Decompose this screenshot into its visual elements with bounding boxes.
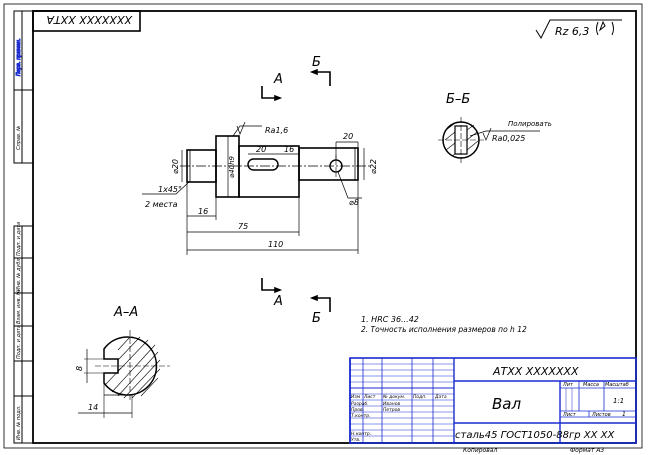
note-line-2: 2. Точность исполнения размеров по h 12	[361, 325, 527, 334]
row-date: Дата	[434, 394, 447, 400]
dim-d20: ⌀20	[171, 159, 180, 174]
title-material: сталь45 ГОСТ1050-88	[455, 430, 569, 441]
code-box	[32, 10, 141, 32]
footer-copied: Копировал	[463, 447, 497, 454]
shaft-main-view	[180, 135, 370, 198]
dim-len16: 16	[198, 207, 208, 216]
role-ncontrol: Н.контр.	[351, 431, 371, 437]
note-line-1: 1. HRC 36...42	[361, 315, 419, 324]
sheets-value: 1	[622, 411, 626, 418]
sheet-outer-border	[3, 3, 643, 449]
footer-format: Формат А3	[570, 447, 604, 454]
dim-w20: 20	[256, 145, 266, 154]
person-developer: Иванов	[383, 401, 400, 407]
polish-ra: Ra0,025	[492, 134, 525, 143]
col-mass: Масса	[583, 382, 599, 388]
person-checker: Петров	[383, 407, 400, 413]
scale-value: 1:1	[613, 397, 624, 405]
dim-d8: ⌀8	[349, 198, 359, 207]
row-list: Лист	[363, 394, 376, 400]
col-sheet: Лист	[562, 412, 577, 418]
section-a-label-bottom: А	[273, 294, 283, 309]
roughness-symbol	[535, 19, 622, 40]
dimension-lines	[142, 121, 365, 255]
dim-sec-depth: 8	[75, 366, 84, 371]
strip-label-first-use: Перв. примен.	[16, 38, 22, 76]
row-doc: № докум.	[382, 394, 405, 400]
row-sign: Подп.	[413, 394, 427, 400]
dim-len75: 75	[238, 222, 248, 231]
dim-len110: 110	[268, 240, 283, 249]
strip-label-dup-inv: Инв. № дубл.	[16, 257, 22, 291]
dim-d22: ⌀22	[369, 159, 378, 174]
left-strip-labels: Перв. примен. Справ. № Подп. и дата Инв.…	[16, 38, 23, 441]
section-a-title: А–А	[113, 305, 138, 320]
dim-w20b: 20	[343, 132, 353, 141]
dim-w16: 16	[284, 145, 294, 154]
col-sheets: Листов	[591, 412, 611, 418]
section-b-markers	[309, 68, 331, 312]
strip-label-replace-inv: Взам. инв. №	[16, 290, 22, 324]
role-tcontrol: Т.контр.	[351, 413, 371, 419]
section-b-label-top: Б	[312, 55, 321, 70]
strip-label-ref-no: Справ. №	[16, 126, 22, 150]
role-developer: Разраб.	[351, 401, 369, 407]
section-a-markers	[261, 86, 283, 294]
role-approver: Утв.	[351, 437, 360, 443]
section-a-view	[78, 330, 170, 418]
strip-label-orig-inv: Инв. № подл.	[16, 406, 22, 441]
col-scale: Масштаб	[605, 382, 629, 388]
section-a-label-top: А	[273, 72, 283, 87]
dim-chamfer-note: 2 места	[145, 200, 178, 209]
dim-d40: ⌀40h9	[228, 155, 236, 178]
left-strip	[13, 10, 34, 444]
dim-chamfer: 1x45°	[158, 185, 182, 194]
drawing-frame	[32, 10, 637, 444]
strip-label-sign-date-1: Подп. и дата	[16, 222, 22, 256]
section-b-title: Б–Б	[446, 92, 470, 107]
strip-label-sign-date-2: Подп. и дата	[16, 325, 22, 359]
title-name: Вал	[492, 395, 521, 413]
row-izm: Изм	[351, 394, 361, 400]
dim-sec-width: 14	[88, 403, 98, 412]
section-b-label-bottom: Б	[312, 311, 321, 326]
roughness-value: Rz 6,3	[555, 25, 589, 38]
section-b-view	[438, 117, 540, 163]
dim-ra16: Ra1,6	[265, 126, 288, 135]
polish-note: Полировать	[508, 120, 552, 128]
col-lit: Лит	[562, 382, 574, 388]
title-group: гр ХХ ХХ	[569, 430, 616, 441]
title-designation: АТХХ ХХХХХХХ	[492, 365, 579, 378]
title-block	[349, 357, 637, 444]
code-rotated-text: ХХХХХХХ ХХТА	[46, 13, 133, 26]
role-checker: Пров.	[351, 407, 364, 413]
